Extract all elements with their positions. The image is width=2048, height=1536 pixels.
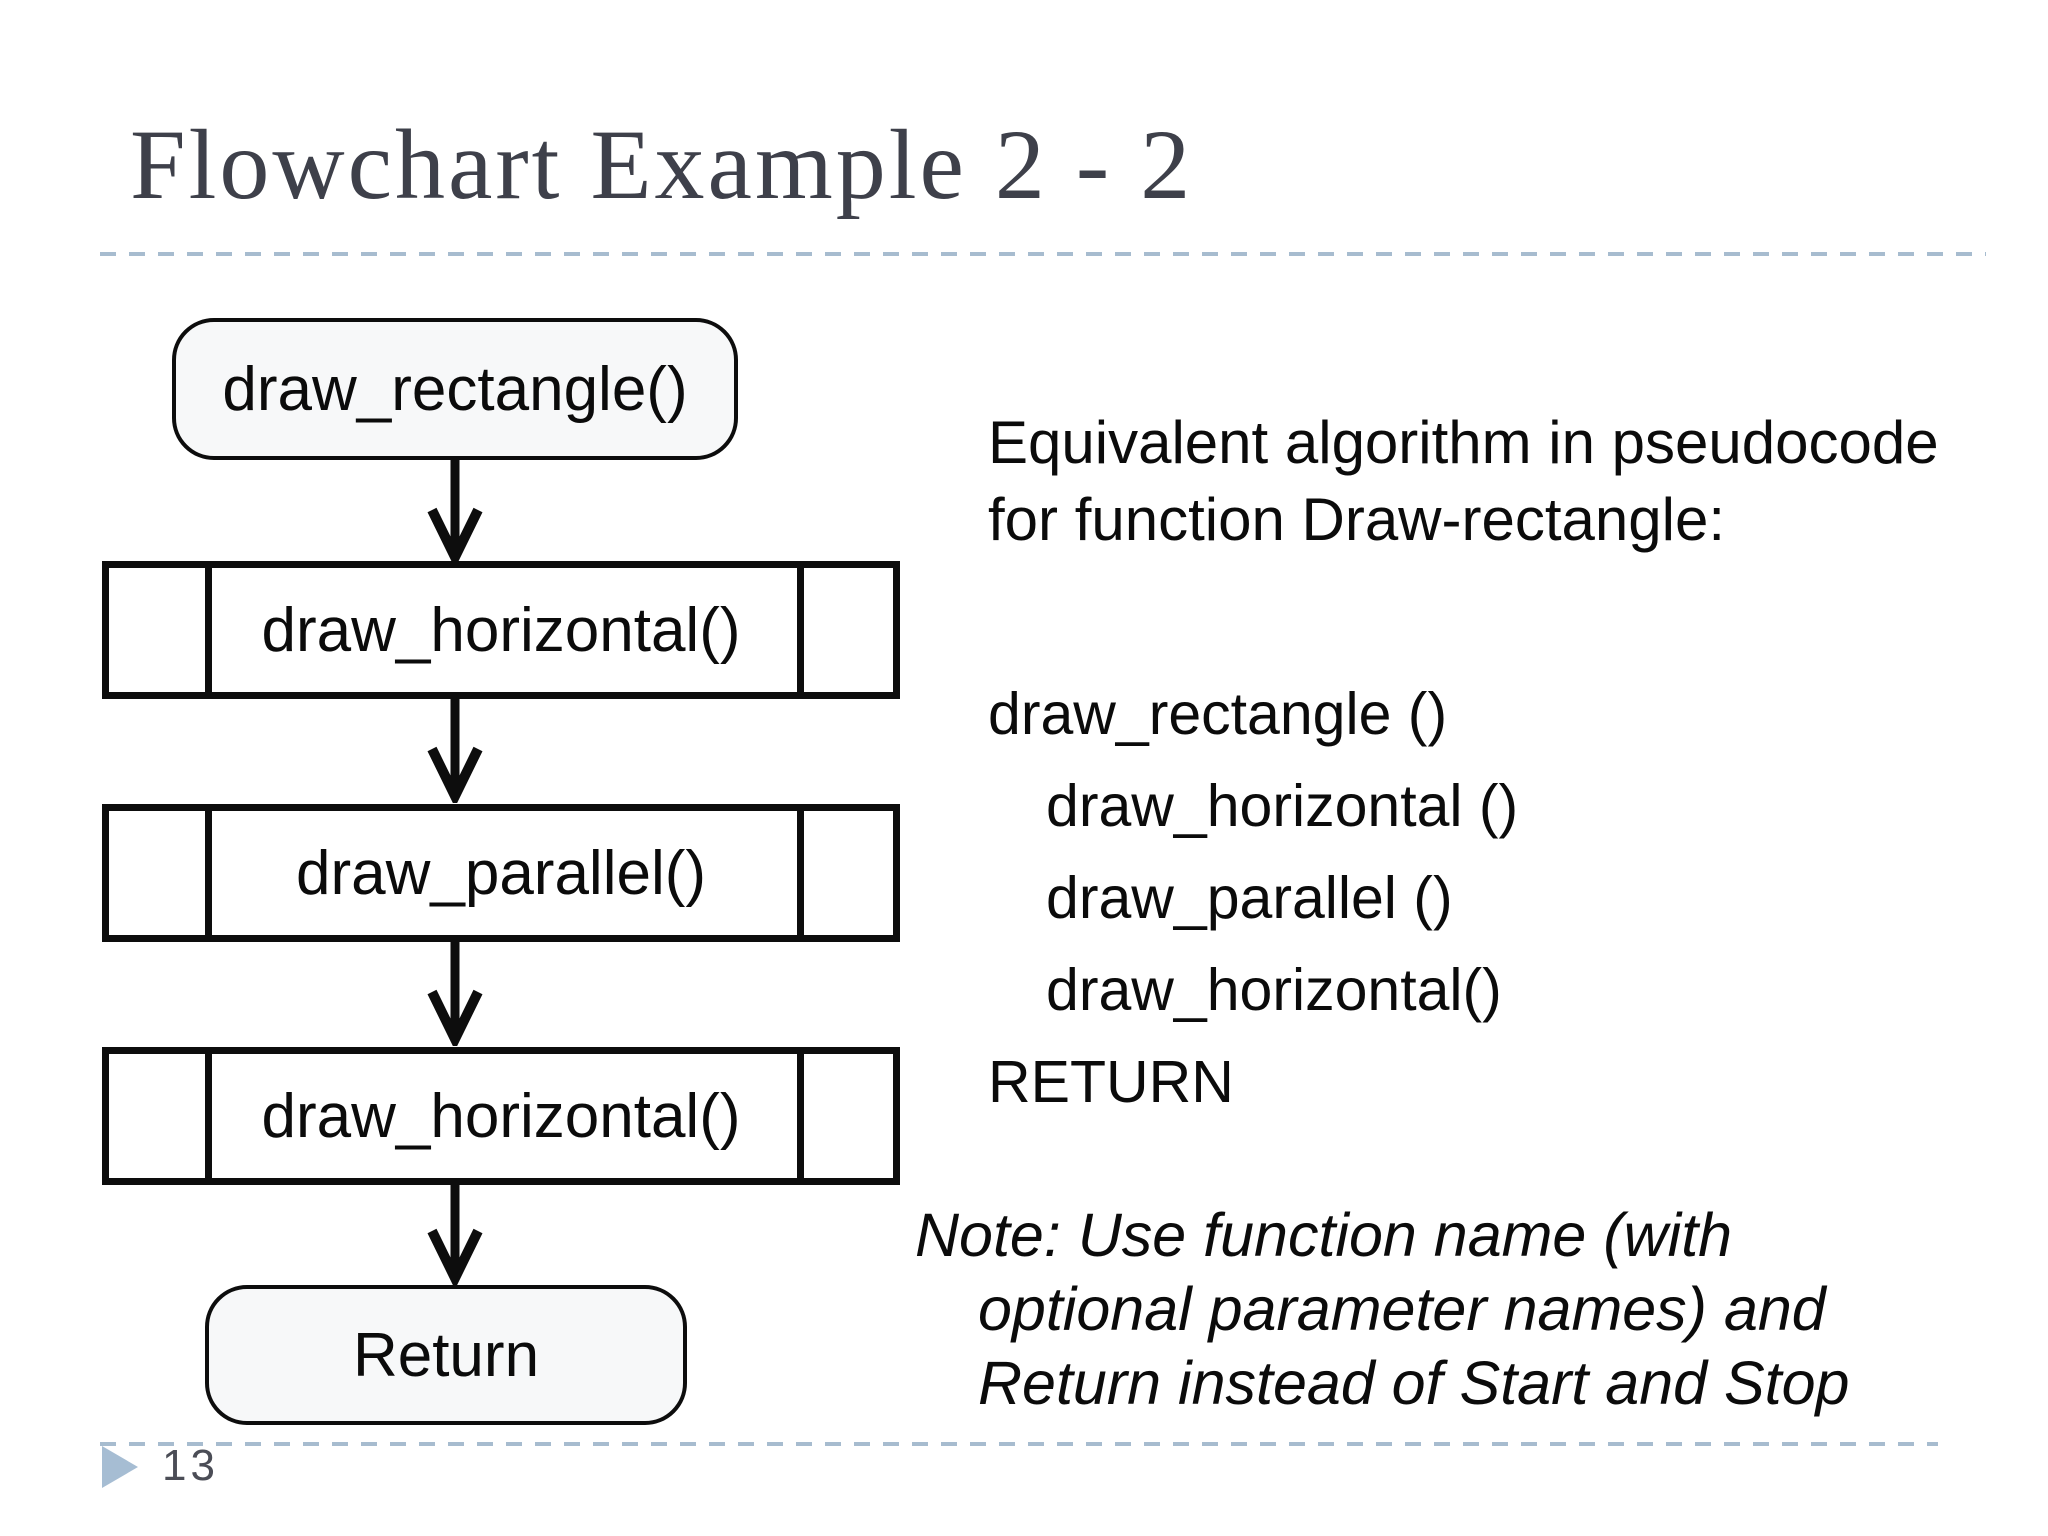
flowchart-node-terminator-start: draw_rectangle() [172,318,738,460]
node-label: draw_horizontal() [261,595,741,665]
note-block: Note: Use function name (with optional p… [915,1198,1849,1420]
flowchart-node-terminator-return: Return [205,1285,687,1425]
pseudocode-line: draw_horizontal() [1046,957,1502,1023]
pseudocode-line: draw_parallel () [1046,865,1453,931]
slide-title: Flowchart Example 2 - 2 [130,109,1194,220]
predefined-process-right-bar [797,568,804,692]
note-line: Return instead of Start and Stop [978,1349,1850,1417]
predefined-process-left-bar [205,568,212,692]
flow-down-arrow-icon [427,697,483,803]
flowchart-node-predefined-process-2: draw_parallel() [102,804,900,942]
pseudocode-line: RETURN [988,1049,1234,1115]
footer-divider-dashed-line [100,1442,1938,1446]
note-line: optional parameter names) and [978,1275,1826,1343]
node-label: Return [352,1320,540,1390]
predefined-process-right-bar [797,1054,804,1178]
page-number: 13 [162,1441,219,1490]
predefined-process-right-bar [797,811,804,935]
note-line: Note: Use function name (with [915,1201,1733,1269]
flowchart-node-predefined-process-1: draw_horizontal() [102,561,900,699]
flow-down-arrow-icon [427,1181,483,1285]
pseudocode-line: draw_rectangle () [988,681,1448,747]
page-marker-triangle-icon [102,1446,138,1488]
heading-line-1: Equivalent algorithm in pseudocode [988,409,1939,476]
pseudocode-heading: Equivalent algorithm in pseudocode for fu… [988,404,1939,558]
flow-down-arrow-icon [427,940,483,1046]
node-label: draw_horizontal() [261,1081,741,1151]
node-label: draw_parallel() [295,838,707,908]
node-label: draw_rectangle() [222,354,688,424]
flowchart-node-predefined-process-3: draw_horizontal() [102,1047,900,1185]
flow-down-arrow-icon [427,458,483,564]
predefined-process-left-bar [205,1054,212,1178]
pseudocode-block: draw_rectangle () draw_horizontal () dra… [988,668,1518,1128]
title-divider-dashed-line [100,252,1986,256]
pseudocode-line: draw_horizontal () [1046,773,1519,839]
heading-line-2: for function Draw-rectangle: [988,486,1725,553]
predefined-process-left-bar [205,811,212,935]
